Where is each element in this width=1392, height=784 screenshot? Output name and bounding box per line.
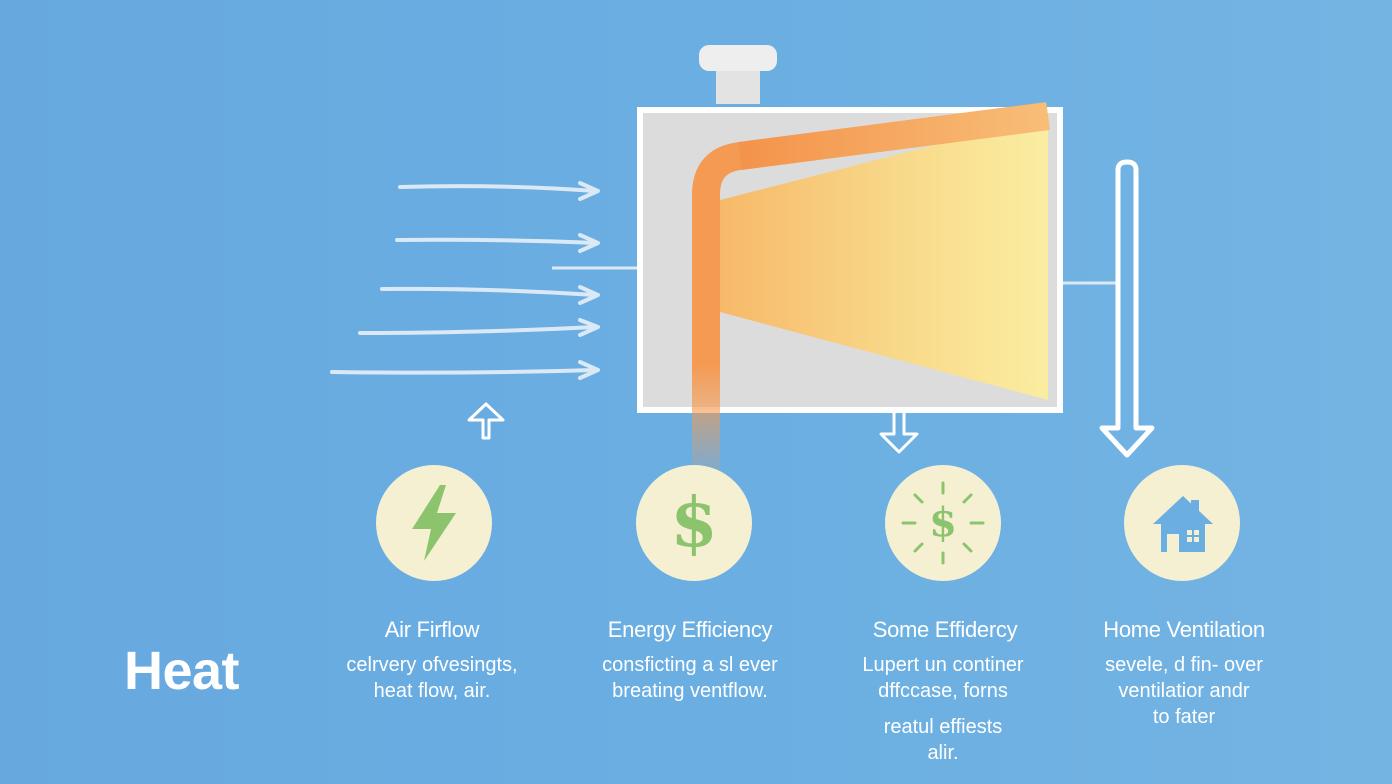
house-icon-circle [1124,465,1240,581]
description-line: consficting a sl ever [602,654,778,676]
description-line: sevele, d fin- over [1105,654,1263,676]
description-line: to fater [1152,706,1216,728]
chimney-vent [699,45,777,104]
sparkle-dollar-icon: $ [929,499,957,546]
description-line: celrvery ofvesingts, [346,654,518,676]
description-line: reatul effiests [883,716,1003,738]
airflow-arrow [380,285,600,305]
heat-duct [692,102,1050,470]
description-line: alir. [927,742,959,764]
air-firflow-description: celrvery ofvesingts, heat flow, air. [302,652,562,704]
energy-efficiency-description: consficting a sl ever breating ventflow. [560,652,820,704]
heat-glow-wedge [720,116,1048,400]
airflow-arrows [330,181,600,380]
home-ventilation-title: Home Ventilation [1103,617,1265,642]
description-line: Lupert un continer [862,654,1024,676]
heat-heading: Heat [124,641,240,701]
some-effidercy-title: Some Effidercy [872,617,1018,642]
description-line: breating ventflow. [612,680,768,702]
description-line: heat flow, air. [373,680,491,702]
down-arrow-icon [879,412,919,454]
some-effidercy-description: Lupert un continer dffccase, forns [813,652,1073,704]
some-effidercy-extra-description: reatul effiests alir. [813,714,1073,766]
airflow-arrow [358,318,600,337]
airflow-arrow [330,360,600,380]
dollar-icon: $ [670,483,718,563]
energy-efficiency-title: Energy Efficiency [607,617,773,642]
up-arrow-icon [467,402,505,440]
air-firflow-title: Air Firflow [384,617,480,642]
airflow-arrow [398,181,600,201]
lightning-icon-circle [376,465,492,581]
airflow-arrow [395,233,600,253]
outlet-down-arrow-icon [1099,159,1155,458]
dollar-icon-circle: $ [636,465,752,581]
description-line: dffccase, forns [878,680,1008,702]
sparkle-dollar-icon-circle: $ [885,465,1001,581]
sparkle-rays-icon [901,481,985,565]
home-ventilation-description: sevele, d fin- over ventilatior andr to … [1054,652,1314,730]
house-icon [1153,496,1213,552]
lightning-icon [412,485,456,561]
description-line: ventilatior andr [1118,680,1250,702]
